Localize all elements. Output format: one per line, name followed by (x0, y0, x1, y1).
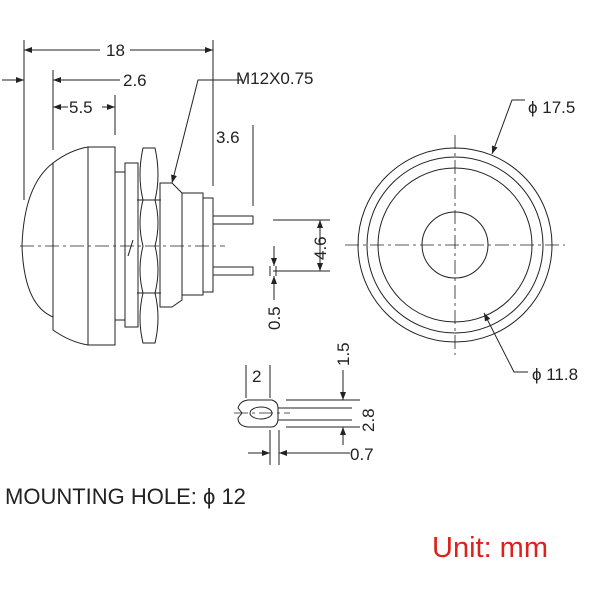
dim-0-7: 0.7 (350, 445, 374, 464)
cap-body (52, 146, 116, 346)
dim-diameter-11-8: ϕ 11.8 (532, 365, 578, 384)
unit-label: Unit: mm (432, 532, 548, 564)
dim-2-8: 2.8 (359, 408, 378, 432)
dim-4-6: 4.6 (311, 236, 330, 260)
dome (21, 162, 54, 318)
hex-nut (139, 147, 159, 344)
dim-diameter-17-5: ϕ 17.5 (528, 98, 575, 117)
flange (124, 162, 139, 328)
front-view: ϕ 17.5 ϕ 11.8 (345, 98, 578, 384)
thread-body (159, 182, 183, 308)
dim-0-5: 0.5 (265, 306, 284, 330)
dim-1-5: 1.5 (334, 342, 353, 366)
side-view (20, 146, 254, 346)
thread-label: M12X0.75 (236, 69, 314, 88)
mounting-hole-label: MOUNTING HOLE: ϕ 12 (5, 484, 246, 509)
pin-bottom (212, 266, 254, 276)
dim-2: 2 (252, 367, 261, 386)
side-dimensions: 18 2.6 5.5 3.6 M12X0.75 4.6 0.5 (2, 40, 330, 330)
dim-5-5: 5.5 (69, 98, 93, 117)
dim-2-6: 2.6 (123, 71, 147, 90)
dim-3-6: 3.6 (216, 128, 240, 147)
dim-18: 18 (106, 41, 125, 60)
tab-detail: 2 1.5 2.8 0.7 (234, 342, 378, 465)
pin-top (212, 215, 254, 225)
